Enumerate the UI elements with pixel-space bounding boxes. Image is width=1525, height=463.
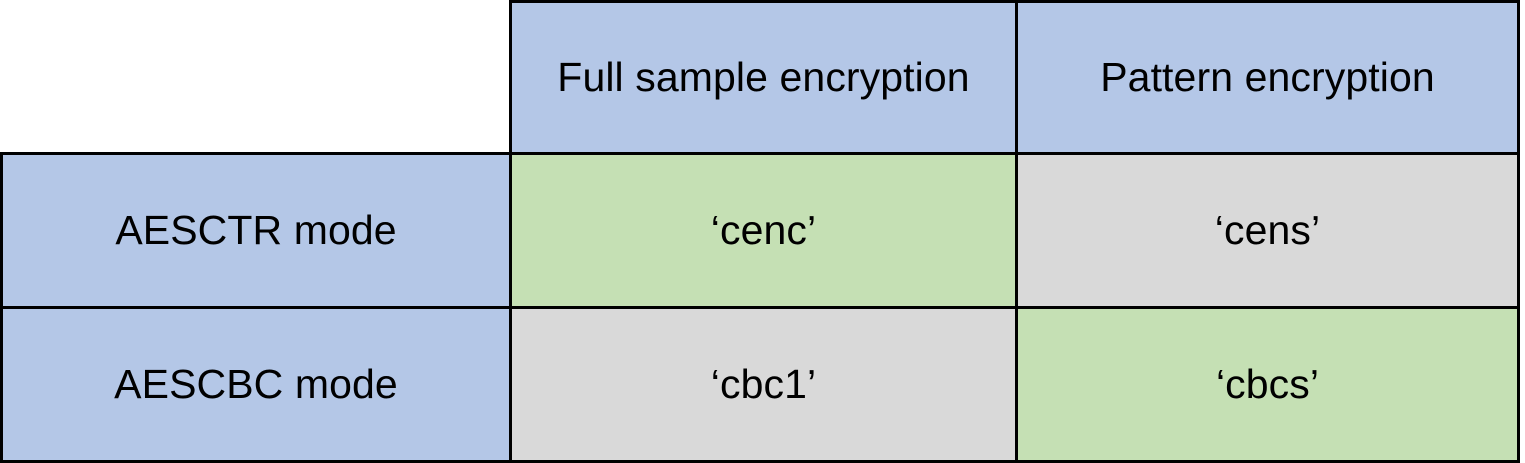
- row-header-label: AESCBC mode: [114, 360, 398, 407]
- cell-value: ‘cbcs’: [1215, 360, 1320, 407]
- column-header-full-sample: Full sample encryption: [509, 0, 1018, 155]
- cell-value: ‘cens’: [1214, 206, 1321, 253]
- cell-value: ‘cenc’: [710, 206, 817, 253]
- row-header-label: AESCTR mode: [115, 206, 397, 253]
- table-row: AESCBC mode ‘cbc1’ ‘cbcs’: [0, 306, 1520, 463]
- cell-value: ‘cbc1’: [710, 360, 817, 407]
- cell-aescbc-pattern: ‘cbcs’: [1015, 306, 1520, 463]
- table-row: AESCTR mode ‘cenc’ ‘cens’: [0, 152, 1520, 309]
- corner-cell: [1, 1, 512, 155]
- column-header-label: Full sample encryption: [557, 53, 970, 100]
- column-header-label: Pattern encryption: [1100, 53, 1435, 100]
- table-header-row: Full sample encryption Pattern encryptio…: [1, 0, 1520, 155]
- cell-aesctr-pattern: ‘cens’: [1015, 152, 1520, 309]
- row-header-aesctr: AESCTR mode: [0, 152, 512, 309]
- cell-aesctr-full-sample: ‘cenc’: [509, 152, 1018, 309]
- cell-aescbc-full-sample: ‘cbc1’: [509, 306, 1018, 463]
- column-header-pattern: Pattern encryption: [1015, 0, 1520, 155]
- row-header-aescbc: AESCBC mode: [0, 306, 512, 463]
